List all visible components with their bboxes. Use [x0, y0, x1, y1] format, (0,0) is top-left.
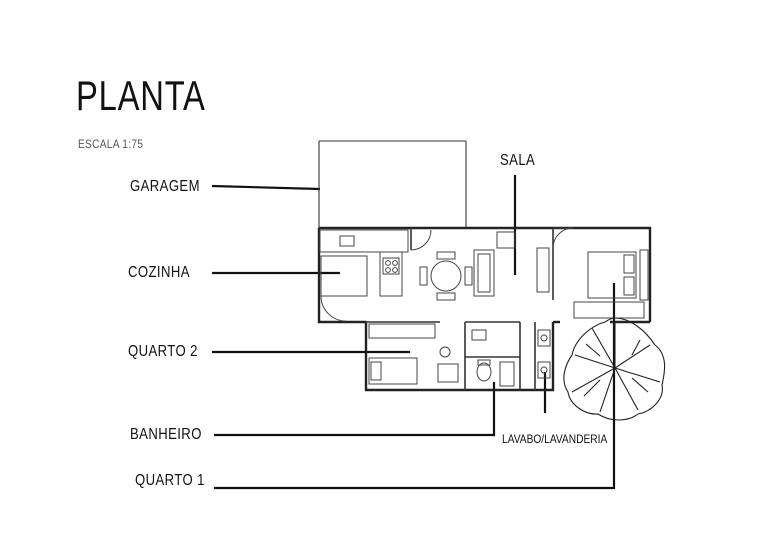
living-furniture — [410, 229, 550, 297]
interior-walls — [366, 227, 573, 390]
leader-quarto-1 — [214, 283, 616, 490]
dining-table — [419, 251, 473, 301]
kitchen-fixtures — [319, 229, 409, 322]
bathroom-fixtures — [471, 329, 551, 387]
scale-caption: ESCALA 1:75 — [78, 137, 144, 151]
label-lavabo-lavanderia: LAVABO/LAVANDERIA — [502, 432, 608, 446]
page-title: PLANTA — [76, 72, 206, 119]
label-quarto-2: QUARTO 2 — [128, 343, 198, 360]
tree-icon — [563, 317, 666, 421]
exterior-walls — [317, 226, 652, 392]
label-garagem: GARAGEM — [130, 178, 200, 195]
garage-outline — [318, 140, 467, 228]
bedroom-1-furniture — [552, 227, 649, 319]
label-banheiro: BANHEIRO — [130, 426, 202, 443]
label-sala: SALA — [500, 152, 536, 169]
bedroom-2-furniture — [368, 323, 459, 385]
label-quarto-1: QUARTO 1 — [135, 472, 205, 489]
leader-garagem — [211, 184, 321, 191]
leader-banheiro — [214, 382, 496, 437]
label-cozinha: COZINHA — [128, 264, 190, 281]
